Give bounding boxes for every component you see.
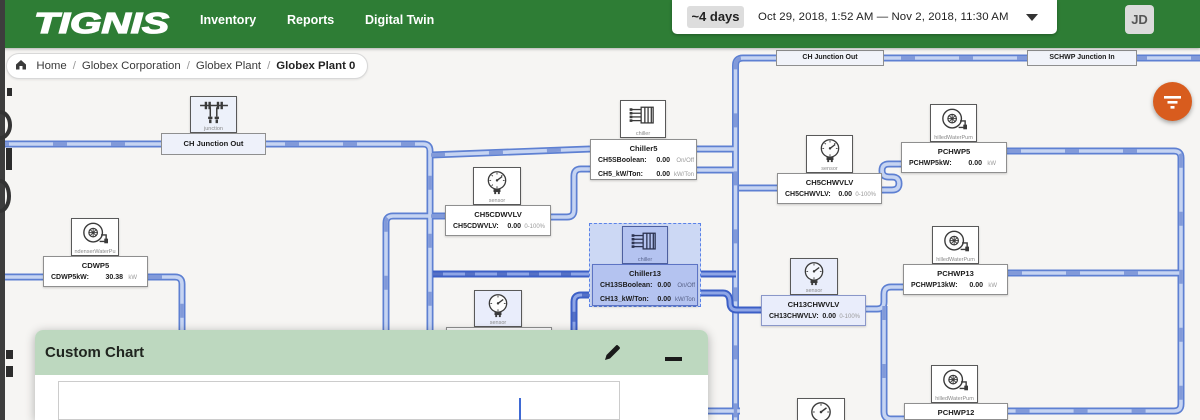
svg-text:TIGNIS: TIGNIS [34,8,170,40]
